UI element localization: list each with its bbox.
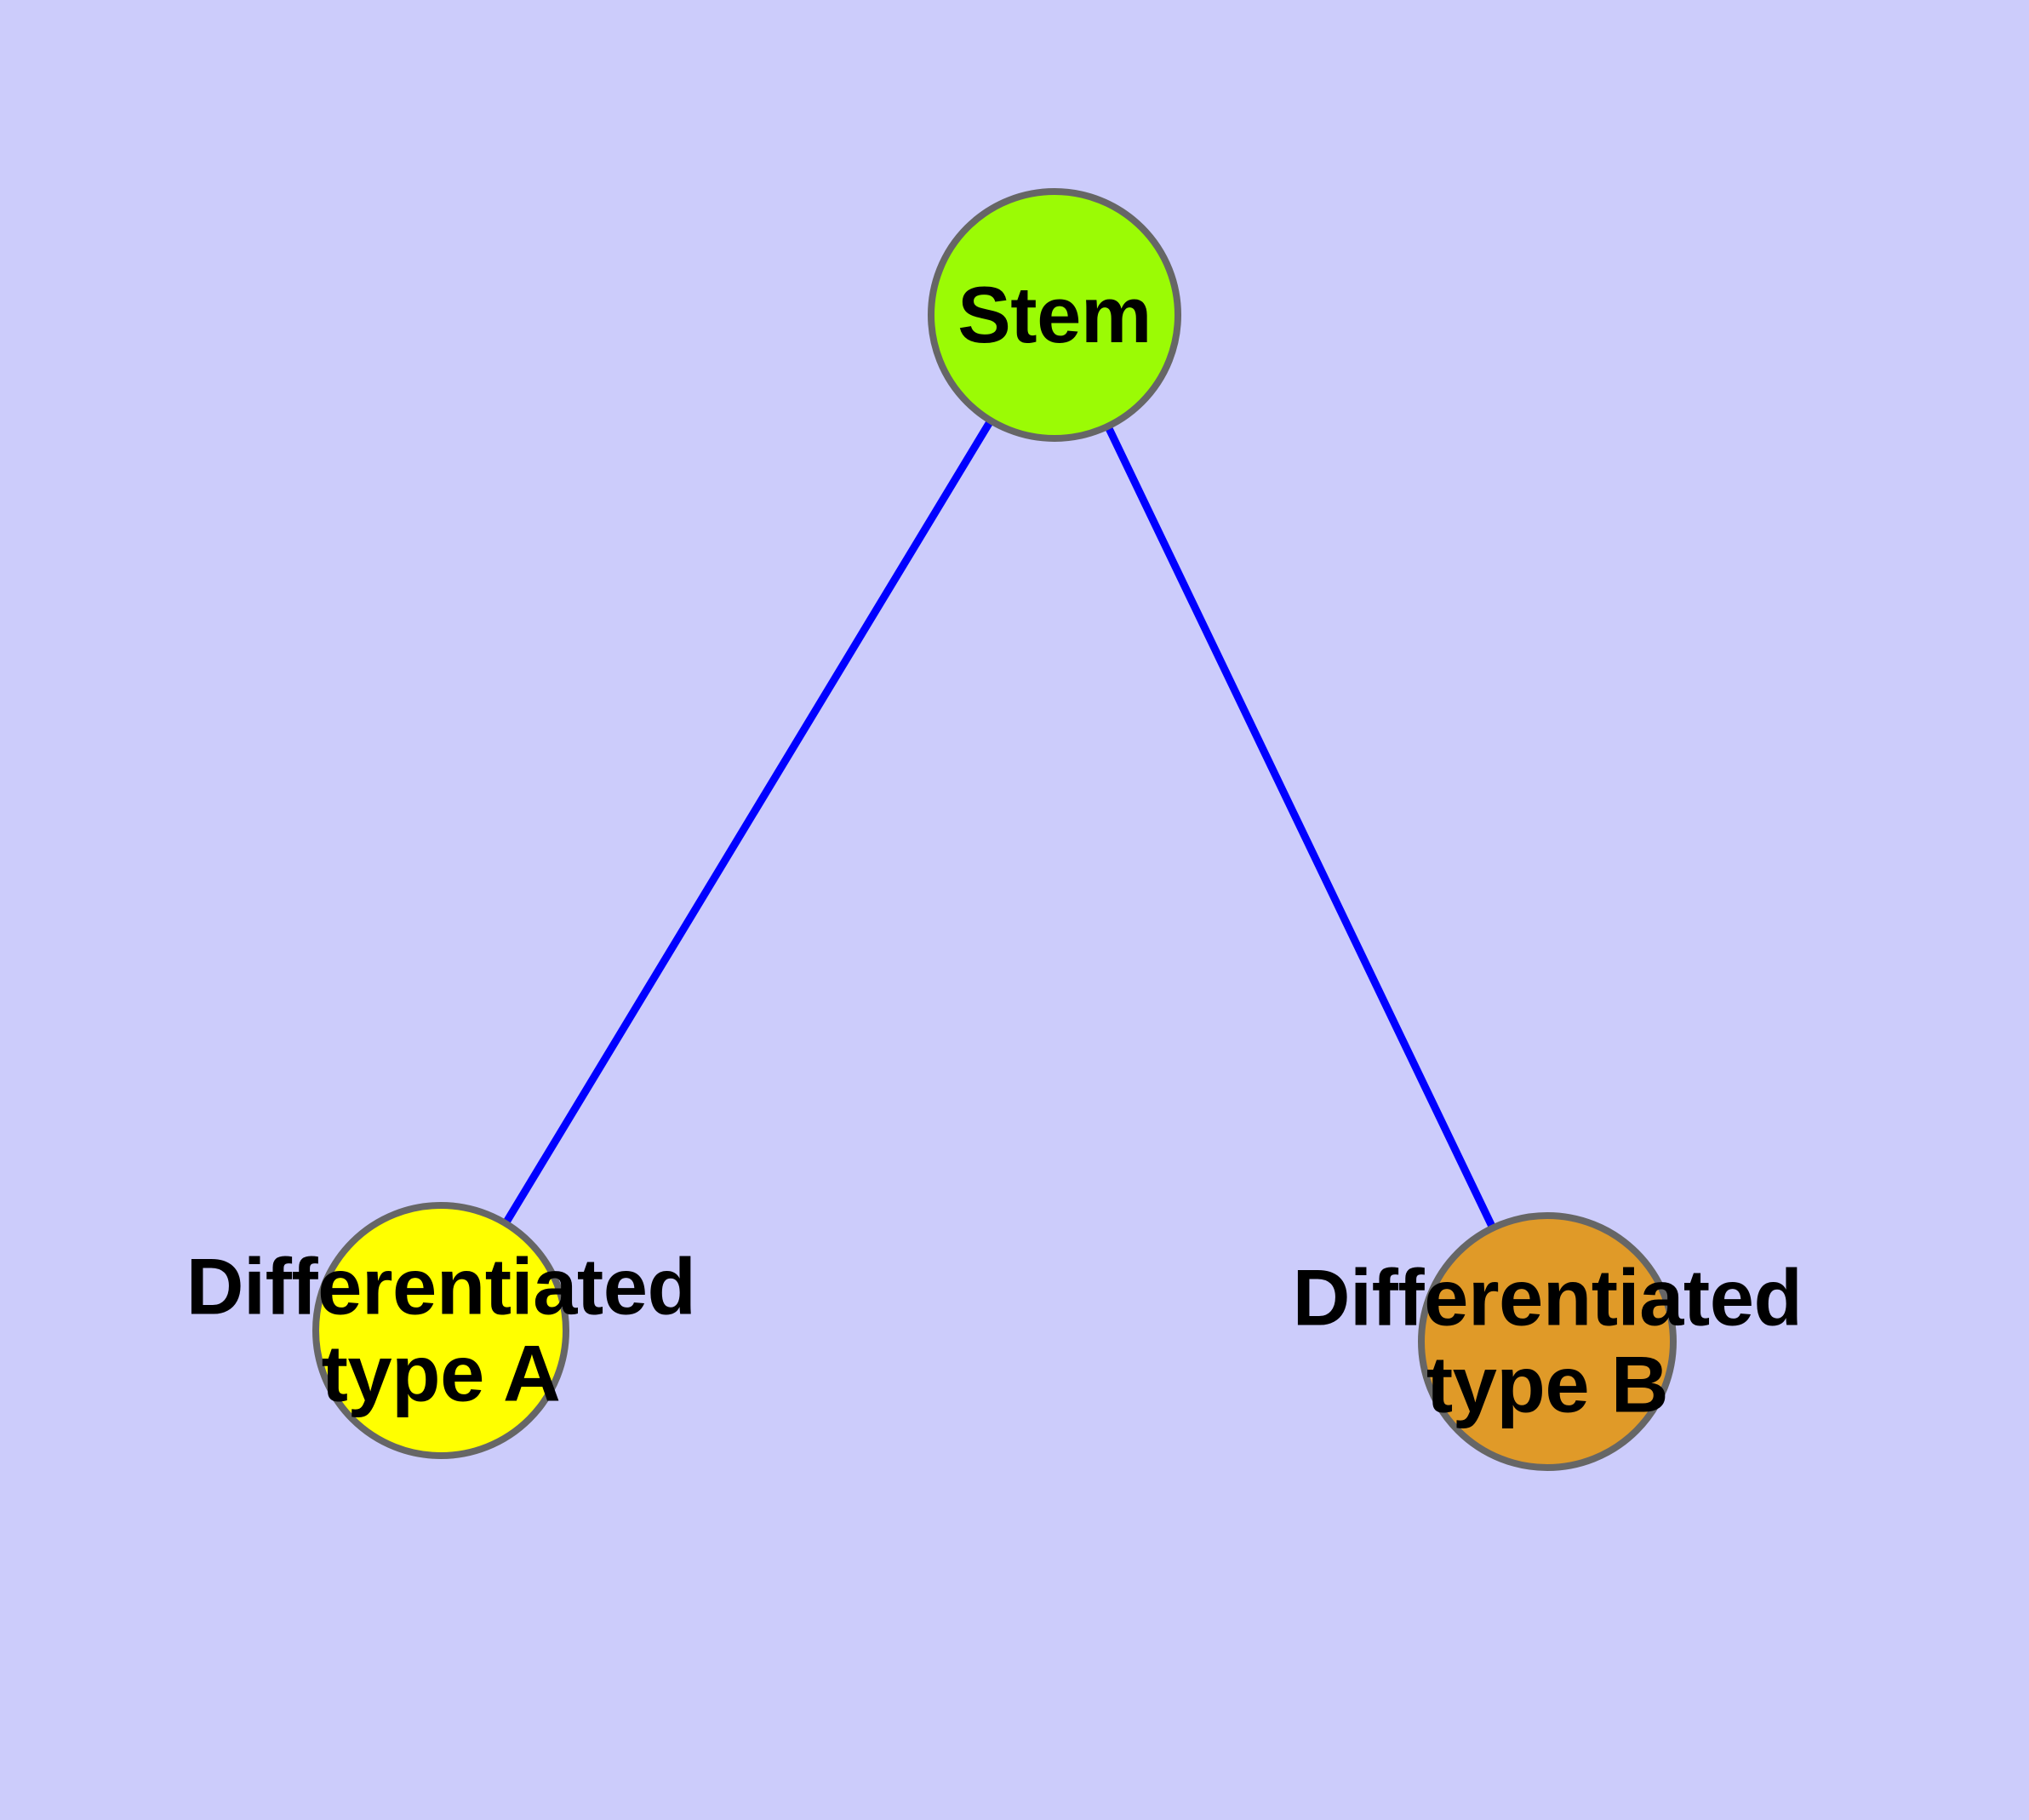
node-stem-label: Stem <box>957 269 1152 359</box>
label-line-2: type B <box>1426 1340 1669 1429</box>
node-differentiated-type-b[interactable]: Differentiated type B <box>1293 1212 1803 1471</box>
node-stem[interactable]: Stem <box>928 188 1181 442</box>
node-differentiated-type-a[interactable]: Differentiated type A <box>186 1202 696 1459</box>
edge-stem-to-differentiated-type-a <box>437 312 1058 1333</box>
label-line-2: type A <box>321 1329 561 1418</box>
edge-stem-to-differentiated-type-b <box>1050 313 1552 1343</box>
